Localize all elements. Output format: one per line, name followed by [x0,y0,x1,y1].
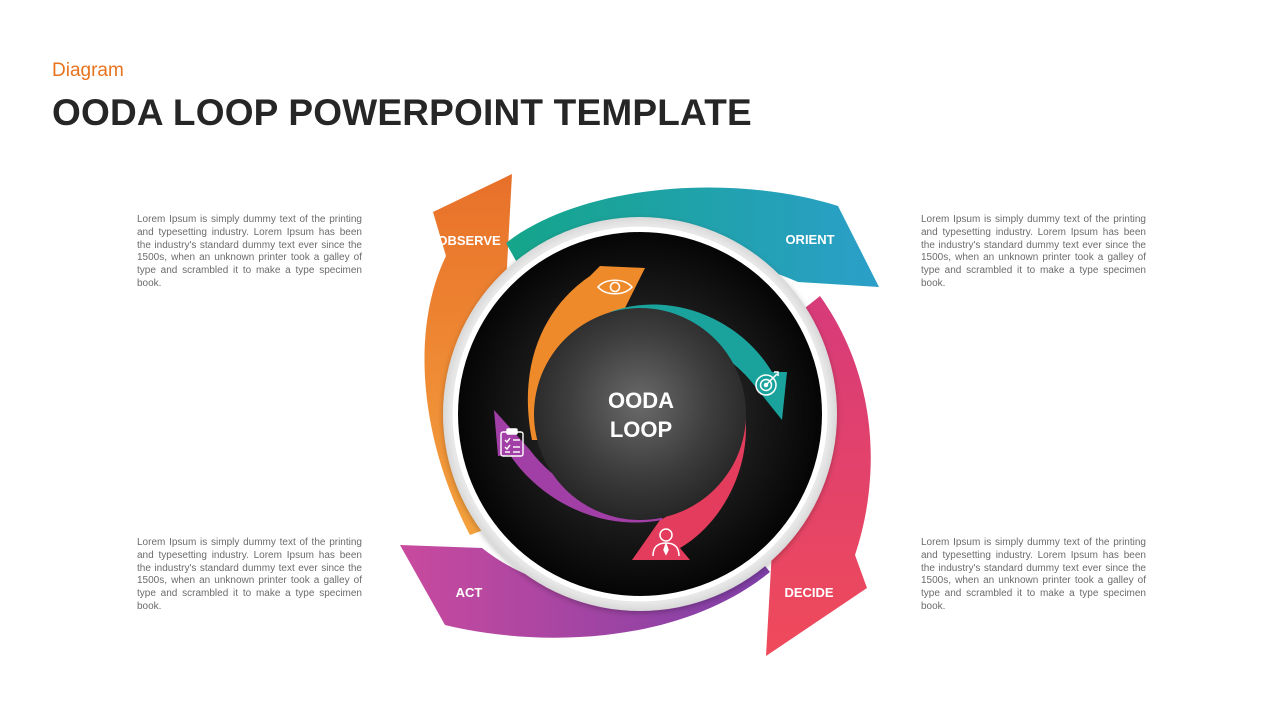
stage-label-decide: DECIDE [784,585,833,600]
decide-description: Lorem Ipsum is simply dummy text of the … [921,537,1146,612]
stage-label-observe: OBSERVE [437,233,501,248]
center-title-line2: LOOP [610,417,672,442]
stage-label-act: ACT [456,585,483,600]
core-circle [534,308,746,520]
center-title-line1: OODA [608,388,674,413]
stage-label-orient: ORIENT [785,232,834,247]
category-label: Diagram [52,60,124,81]
target-icon [755,371,779,396]
inner-decide-arrow [632,412,746,560]
observe-description: Lorem Ipsum is simply dummy text of the … [137,214,362,289]
act-arrow[interactable] [400,545,770,638]
act-description: Lorem Ipsum is simply dummy text of the … [137,537,362,612]
businessman-icon [652,528,680,557]
checklist-icon [500,428,524,457]
inner-observe-arrow [527,266,645,440]
page-title: OODA LOOP POWERPOINT TEMPLATE [52,92,752,133]
orient-description: Lorem Ipsum is simply dummy text of the … [921,214,1146,289]
eye-icon [596,279,634,295]
